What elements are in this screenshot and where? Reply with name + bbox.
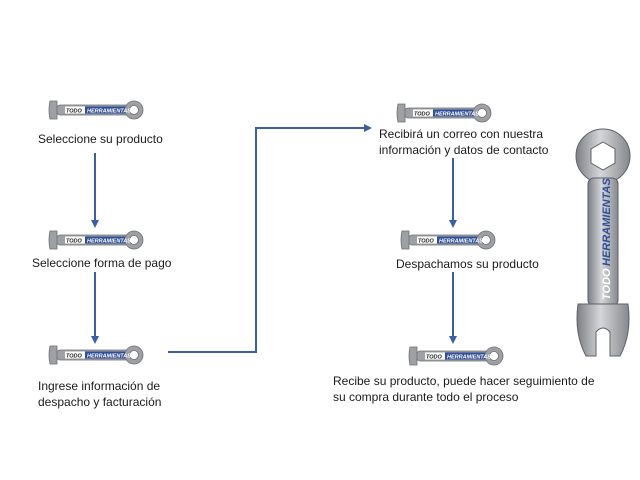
- logo-text-herramientas: HERRAMIENTAS: [87, 238, 131, 244]
- logo-text-todo: TODO: [66, 108, 83, 114]
- step-label-payment-method: Seleccione forma de pago: [32, 255, 171, 271]
- logo-text-herramientas: HERRAMIENTAS: [447, 354, 491, 360]
- logo-text-herramientas: HERRAMIENTAS: [87, 353, 131, 359]
- step-label-line: Despachamos su producto: [396, 257, 539, 271]
- step-label-line: despacho y facturación: [38, 395, 162, 409]
- step-label-line: Seleccione forma de pago: [32, 256, 172, 270]
- logo-text-todo: TODO: [66, 353, 83, 359]
- logo-text-herramientas: HERRAMIENTAS: [87, 108, 131, 114]
- arrow-step3-to-step4: [168, 124, 372, 353]
- step-label-line: información y datos de contacto: [379, 143, 549, 157]
- wrench-logo-icon: TODO HERRAMIENTAS: [396, 101, 492, 125]
- step-label-shipping-billing: Ingrese información de despacho y factur…: [38, 378, 161, 410]
- logo-text-herramientas: HERRAMIENTAS: [435, 111, 479, 117]
- step-label-receive-tracking: Recibe su producto, puede hacer seguimie…: [333, 373, 595, 405]
- brand-text-todo: TODO: [601, 268, 613, 300]
- wrench-logo-icon: TODO HERRAMIENTAS: [400, 228, 496, 252]
- logo-text-todo: TODO: [426, 354, 443, 360]
- step-label-dispatch: Despachamos su producto: [396, 256, 539, 272]
- wrench-logo-icon: TODO HERRAMIENTAS: [408, 344, 504, 368]
- logo-text-todo: TODO: [418, 238, 435, 244]
- step-label-line: Recibirá un correo con nuestra: [379, 127, 544, 141]
- logo-text-herramientas: HERRAMIENTAS: [439, 238, 483, 244]
- brand-wrench-logo: TODO HERRAMIENTAS: [570, 128, 636, 360]
- wrench-logo-icon: TODO HERRAMIENTAS: [48, 98, 144, 122]
- wrench-logo-icon: TODO HERRAMIENTAS: [48, 228, 144, 252]
- step-label-email-contact: Recibirá un correo con nuestra informaci…: [379, 126, 548, 158]
- step-label-line: Ingrese información de: [38, 379, 161, 393]
- logo-text-todo: TODO: [66, 238, 83, 244]
- step-label-line: Seleccione su producto: [38, 132, 163, 146]
- step-label-line: Recibe su producto, puede hacer seguimie…: [333, 374, 595, 388]
- wrench-logo-icon: TODO HERRAMIENTAS: [48, 343, 144, 367]
- step-label-line: su compra durante todo el proceso: [333, 390, 519, 404]
- logo-text-todo: TODO: [414, 111, 431, 117]
- step-label-select-product: Seleccione su producto: [38, 131, 163, 147]
- brand-text-herramientas: HERRAMIENTAS: [601, 178, 613, 266]
